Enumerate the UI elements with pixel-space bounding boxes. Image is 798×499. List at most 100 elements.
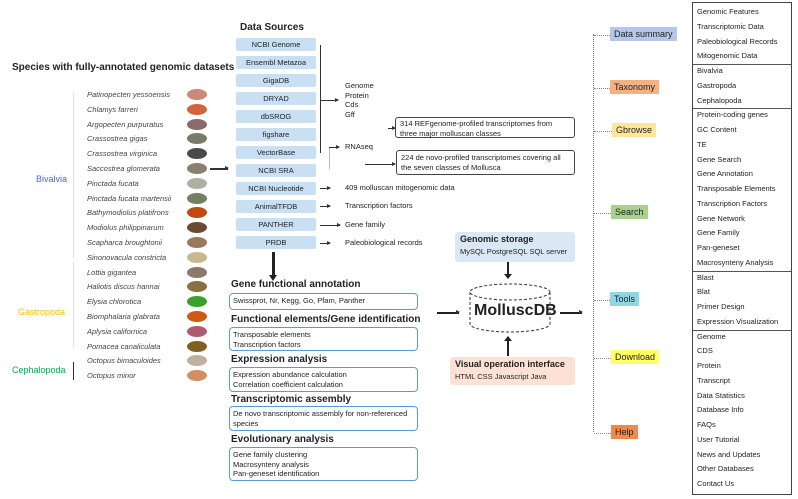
species-name: Pinctada fucata martensii (87, 193, 172, 203)
species-photo-icon (187, 163, 207, 174)
feature-item[interactable]: Protein-coding genes (697, 110, 768, 120)
species-name: Modiolus philippinarum (87, 223, 164, 233)
menu-tools[interactable]: Tools (610, 292, 640, 306)
feature-item[interactable]: Transcriptomic Data (697, 21, 764, 31)
ref-arrow (388, 126, 396, 130)
species-name: Octopus minor (87, 371, 136, 381)
denovo-arrow (365, 162, 396, 166)
menu-connector (594, 300, 610, 302)
genome-arrow (320, 98, 339, 102)
analysis-line: Transposable elements (233, 330, 311, 339)
feature-item[interactable]: Protein (697, 361, 721, 370)
group-gastropoda: Gastropoda (18, 307, 66, 317)
analysis-line: Swissprot, Nr, Kegg, Go, Pfam, Panther (233, 296, 366, 305)
output-cds: Cds (345, 100, 359, 109)
feature-item[interactable]: User Tutorial (697, 434, 740, 444)
feature-item[interactable]: Paleobiological Records (697, 36, 778, 46)
feature-item[interactable]: GC Content (697, 125, 737, 134)
down-arrow-head (269, 275, 277, 281)
feature-item[interactable]: Blast (697, 272, 714, 282)
menu-connector (594, 213, 611, 215)
gastropoda-bracket (73, 262, 74, 347)
feature-item[interactable]: Gene Family (697, 228, 740, 238)
feature-item[interactable]: Gastropoda (697, 80, 737, 90)
data-source-figshare: figshare (236, 128, 316, 141)
species-photo-icon (187, 207, 207, 219)
analysis-title: Evolutionary analysis (231, 434, 334, 445)
data-source-dbsrog: dbSROG (236, 110, 316, 123)
feature-item[interactable]: Database Info (697, 405, 744, 415)
feature-item[interactable]: Cephalopoda (697, 95, 742, 105)
species-photo-icon (187, 251, 207, 263)
rnaseq-arrow (329, 145, 340, 149)
menu-data-summary[interactable]: Data summary (610, 27, 677, 41)
feature-item[interactable]: Data Statistics (697, 390, 745, 400)
species-photo-icon (187, 340, 207, 352)
species-photo-icon (187, 118, 207, 130)
menu-gbrowse[interactable]: Gbrowse (612, 123, 657, 137)
species-arrow (210, 166, 229, 170)
species-photo-icon (187, 222, 207, 234)
species-title: Species with fully-annotated genomic dat… (12, 62, 235, 73)
menu-taxonomy[interactable]: Taxonomy (610, 80, 660, 94)
sources-bracket (320, 45, 321, 153)
species-photo-icon (187, 177, 207, 189)
feature-item[interactable]: Bivalvia (697, 66, 723, 75)
feature-item[interactable]: Blat (697, 287, 710, 297)
menu-line (593, 34, 595, 432)
species-name: Crassostrea gigas (87, 134, 148, 144)
species-name: Elysia chlorotica (87, 297, 142, 307)
feature-item[interactable]: Gene Network (697, 213, 745, 223)
feature-item[interactable]: FAQs (697, 420, 716, 429)
menu-search[interactable]: Search (611, 205, 648, 219)
feature-item[interactable]: Gene Search (697, 154, 742, 164)
species-photo-icon (187, 355, 207, 367)
feature-item[interactable]: Mitogenomic Data (697, 51, 758, 61)
feature-item[interactable]: Genomic Features (697, 7, 759, 16)
species-photo-icon (187, 133, 207, 145)
ref-transcriptomes-box: 314 REFgenome-profiled transcriptomes fr… (395, 117, 575, 138)
output-arrow (320, 222, 341, 227)
source-output: Gene family (345, 219, 386, 229)
output-arrow (320, 186, 331, 190)
menu-help[interactable]: Help (611, 425, 638, 439)
output-gff: Gff (345, 109, 355, 119)
species-photo-icon (187, 237, 207, 248)
feature-item[interactable]: Contact Us (697, 479, 735, 488)
data-source-ncbi-sra: NCBI SRA (236, 164, 316, 177)
feature-item[interactable]: Genome (697, 331, 726, 341)
output-arrow (320, 240, 331, 245)
output-arrow (320, 204, 331, 209)
analysis-line: Gene family clustering (233, 450, 308, 459)
species-name: Argopecten purpuratus (87, 119, 164, 129)
feature-item[interactable]: TE (697, 139, 707, 149)
feature-item[interactable]: Transposable Elements (697, 184, 776, 193)
feature-item[interactable]: Primer Design (697, 302, 745, 311)
interface-title: Visual operation interface (455, 359, 565, 369)
feature-item[interactable]: Transcription Factors (697, 198, 768, 208)
species-name: Octopus bimaculoides (87, 356, 161, 366)
data-source-ncbi-nucleotide: NCBI Nucleotide (236, 182, 316, 195)
feature-item[interactable]: Gene Annotation (697, 169, 753, 179)
analysis-title: Transcriptomic assembly (231, 394, 352, 405)
visual-interface-box: Visual operation interface HTML CSS Java… (450, 357, 575, 385)
feature-item[interactable]: CDS (697, 346, 713, 356)
feature-item[interactable]: Macrosynteny Analysis (697, 257, 774, 267)
analysis-line: Expression abundance calculation (233, 370, 347, 379)
features-panel (692, 2, 792, 495)
source-output: Paleobiological records (345, 237, 423, 247)
analysis-line: Correlation coefficient calculation (233, 379, 343, 389)
menu-connector (594, 88, 610, 90)
analysis-line: Macrosynteny analysis (233, 459, 309, 469)
section-divider (693, 329, 791, 331)
source-output: 409 molluscan mitogenomic data (345, 183, 455, 192)
feature-item[interactable]: Transcript (697, 375, 731, 385)
feature-item[interactable]: Other Databases (697, 464, 754, 474)
species-name: Chlamys farreri (87, 104, 138, 114)
bivalvia-bracket (73, 93, 74, 258)
menu-download[interactable]: Download (611, 350, 660, 364)
feature-item[interactable]: Pan-geneset (697, 243, 740, 252)
feature-item[interactable]: News and Updates (697, 449, 761, 459)
feature-item[interactable]: Expression Visualization (697, 316, 779, 326)
